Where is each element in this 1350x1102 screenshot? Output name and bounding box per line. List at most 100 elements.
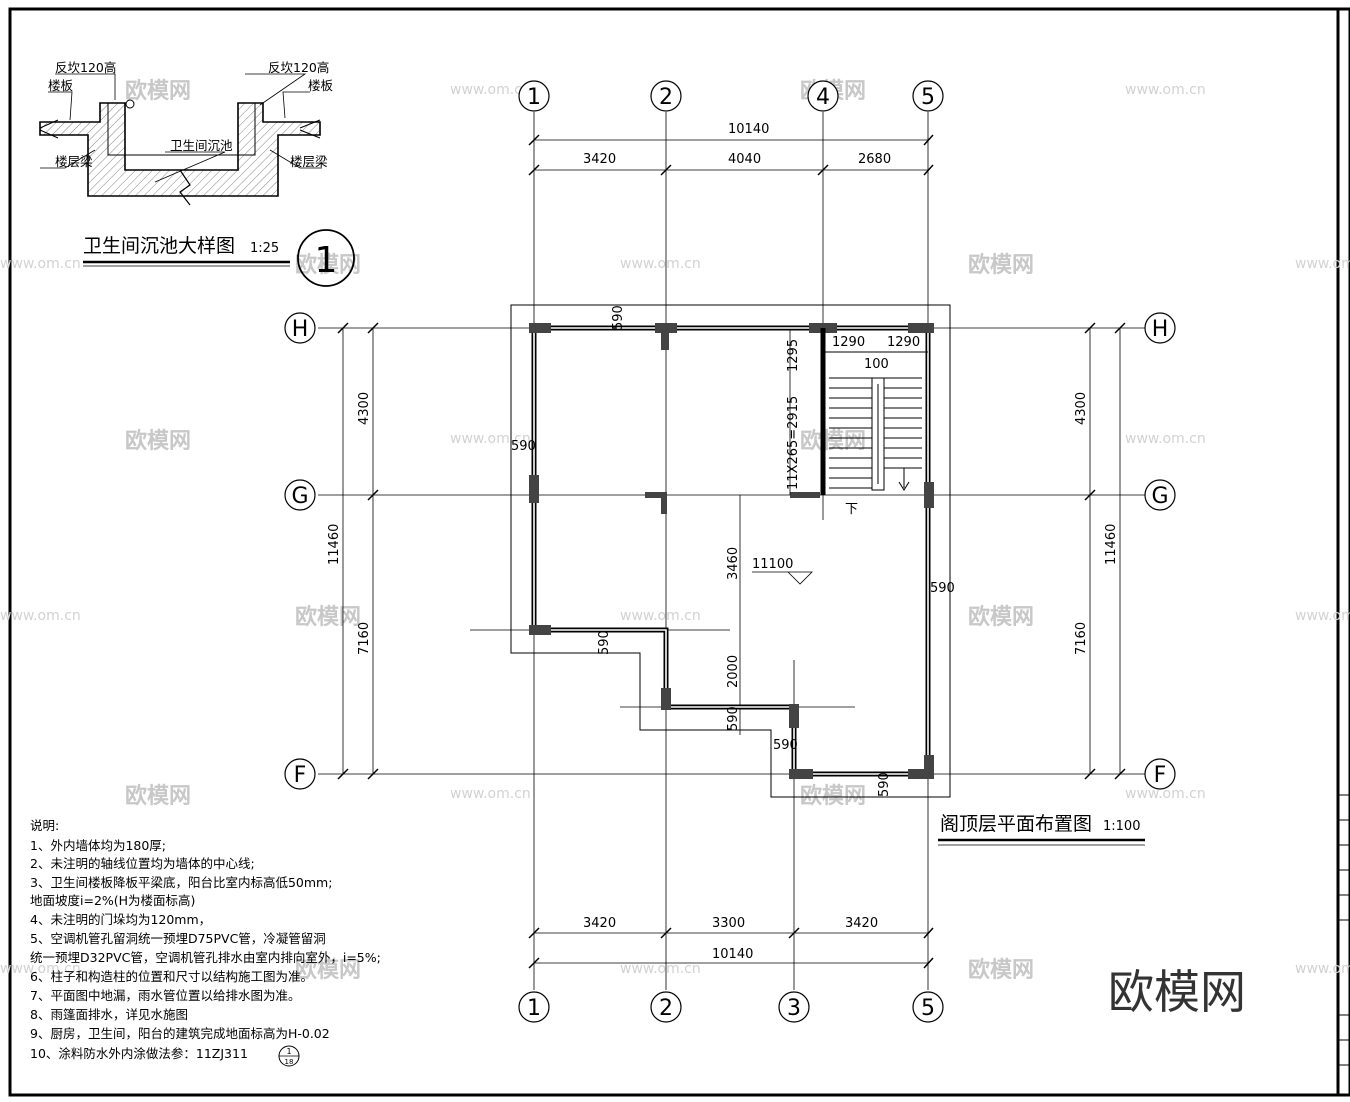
brand-logo: 欧模网: [1108, 965, 1246, 1019]
sheet-border: [8, 7, 1350, 1097]
watermark-layer: 欧模网 www.om.cn 欧模网 www.om.cn www.om.cn 欧模…: [0, 78, 1350, 983]
stair-height-dim-1: 1295: [786, 339, 801, 372]
stair-height-dim-2: 11X265=2915: [786, 396, 801, 490]
note-item: 2、未注明的轴线位置均为墙体的中心线;: [30, 856, 255, 871]
axis-bottom-3: 3: [787, 996, 801, 1021]
stair-dim-1: 1290: [832, 335, 865, 350]
dim-bottom-2: 3300: [712, 916, 745, 931]
inner-dim-1: 3460: [726, 547, 741, 580]
label-louban-right: 楼板: [308, 78, 334, 93]
label-louban-left: 楼板: [48, 78, 74, 93]
dim-left-total: 11460: [327, 524, 342, 565]
notes-heading: 说明:: [30, 818, 59, 833]
detail-number-circle: [297, 229, 355, 287]
note-ref-top: 1: [286, 1047, 291, 1056]
dim-lines-bottom: [528, 927, 934, 969]
dim-left-1: 4300: [357, 392, 372, 425]
dim-right-total: 11460: [1104, 524, 1119, 565]
note-item: 地面坡度i=2%(H为楼面标高): [30, 893, 195, 908]
axis-bubbles: [284, 80, 1176, 1023]
magnifier-icon: [125, 99, 135, 109]
axis-right-h: H: [1152, 317, 1169, 342]
dim-bottom-3: 3420: [845, 916, 878, 931]
title-block-lines: [1338, 794, 1350, 1066]
label-fanba-right: 反坎120高: [268, 60, 329, 75]
offset-dim-4: 590: [597, 630, 612, 655]
axis-left-g: G: [291, 484, 308, 509]
watermark-brand: 欧模网: [968, 604, 1034, 630]
label-liang-right: 楼层梁: [290, 154, 328, 169]
watermark-url: www.om.cn: [0, 961, 81, 977]
break-line-bottom: [179, 169, 191, 206]
note-item: 统一预埋D32PVC管，空调机管孔排水由室内排向室外，i=5%;: [30, 950, 381, 965]
watermark-url: www.om.cn: [1125, 431, 1206, 447]
watermark-brand: 欧模网: [295, 604, 361, 630]
level-triangle: [752, 571, 813, 585]
dim-top-1: 3420: [583, 152, 616, 167]
axis-top-5: 5: [921, 85, 935, 110]
watermark-brand: 欧模网: [125, 78, 191, 104]
dim-bottom-1: 3420: [583, 916, 616, 931]
note-item: 7、平面图中地漏，雨水管位置以给排水图为准。: [30, 988, 300, 1003]
dim-lines-top: [528, 134, 934, 176]
level-mark: 11100: [752, 557, 793, 572]
label-liang-left: 楼层梁: [55, 154, 93, 169]
watermark-brand: 欧模网: [800, 783, 866, 809]
watermark-url: www.om.cn: [620, 608, 701, 624]
watermark-brand: 欧模网: [125, 783, 191, 809]
watermark-url: www.om.cn: [620, 961, 701, 977]
watermark-url: www.om.cn: [1295, 608, 1350, 624]
offset-dim-3: 590: [930, 581, 955, 596]
dim-top-2: 4040: [728, 152, 761, 167]
axis-top-1: 1: [527, 85, 541, 110]
axis-top-2: 2: [659, 85, 673, 110]
floor-plan: 10140 3420 4040 2680 3420 3300 3420 1014…: [284, 80, 1176, 1023]
offset-dim-7: 590: [877, 772, 892, 797]
label-chenchi: 卫生间沉池: [170, 138, 233, 153]
watermark-url: www.om.cn: [450, 786, 531, 802]
dim-right-1: 4300: [1074, 392, 1089, 425]
dim-top-3: 2680: [858, 152, 891, 167]
roof-outline: [510, 304, 951, 798]
watermark-brand: 欧模网: [968, 252, 1034, 278]
watermark-url: www.om.cn: [1295, 256, 1350, 272]
note-item: 5、空调机管孔留洞统一预埋D75PVC管，冷凝管留洞: [30, 931, 326, 946]
stair-dim-3: 100: [864, 357, 889, 372]
note-item: 4、未注明的门垛均为120mm，: [30, 912, 211, 927]
detail-number: 1: [315, 240, 338, 281]
axis-left-h: H: [292, 317, 309, 342]
axis-bottom-5: 5: [921, 996, 935, 1021]
note-item: 8、雨篷面排水，详见水施图: [30, 1007, 188, 1022]
note-item: 3、卫生间楼板降板平梁底，阳台比室内标高低50mm;: [30, 875, 332, 890]
dim-left-2: 7160: [357, 622, 372, 655]
detail-sink-section: 反坎120高 反坎120高 楼板 楼板 楼层梁 楼层梁 卫生间沉池 卫生间沉池大…: [39, 60, 355, 287]
watermark-url: www.om.cn: [450, 82, 531, 98]
dim-lines-sides: [337, 322, 1126, 780]
watermark-brand: 欧模网: [800, 428, 866, 454]
axis-top-4: 4: [816, 85, 830, 110]
dim-bottom-total: 10140: [712, 947, 753, 962]
watermark-url: www.om.cn: [1125, 82, 1206, 98]
sink-slab-section: [39, 102, 321, 197]
plan-scale: 1:100: [1103, 819, 1140, 834]
note-item: 6、柱子和构造柱的位置和尺寸以结构施工图为准。: [30, 969, 313, 984]
watermark-url: www.om.cn: [620, 256, 701, 272]
break-line-right: [299, 119, 321, 139]
label-fanba-left: 反坎120高: [55, 60, 116, 75]
watermark-url: www.om.cn: [1125, 786, 1206, 802]
axis-right-g: G: [1151, 484, 1168, 509]
watermark-url: www.om.cn: [0, 608, 81, 624]
axis-right-f: F: [1154, 763, 1167, 788]
plan-title: 阁顶层平面布置图: [940, 813, 1092, 835]
dim-right-2: 7160: [1074, 622, 1089, 655]
note-ref-bottom: 18: [285, 1058, 294, 1066]
stair: [820, 328, 928, 495]
watermark-url: www.om.cn: [1295, 961, 1350, 977]
axis-left-f: F: [294, 763, 307, 788]
axis-bottom-2: 2: [659, 996, 673, 1021]
note-item: 10、涂料防水外内涂做法参：11ZJ311: [30, 1046, 248, 1061]
note-item: 1、外内墙体均为180厚;: [30, 838, 166, 853]
note-item: 9、厨房，卫生间，阳台的建筑完成地面标高为H-0.02: [30, 1026, 330, 1041]
watermark-brand: 欧模网: [295, 957, 361, 983]
